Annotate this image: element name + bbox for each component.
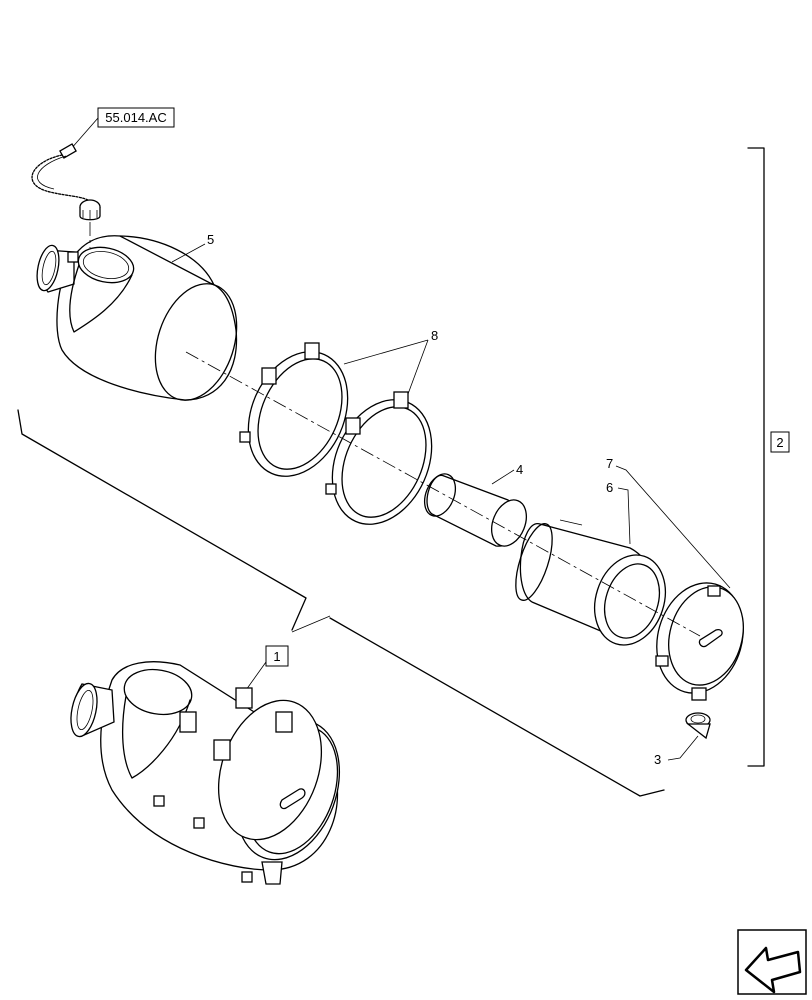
- callout-6: 6: [606, 480, 613, 495]
- bracket-2: 2: [747, 147, 790, 767]
- callout-1-label: 1: [273, 649, 280, 664]
- callout-4: 4: [516, 462, 523, 477]
- callout-3: 3: [654, 752, 661, 767]
- assembly-group-lines: [17, 409, 665, 797]
- callout-2-box: [770, 431, 790, 453]
- housing-5: [36, 222, 238, 401]
- clamp-band-8b: [325, 391, 433, 525]
- assembled-air-cleaner: [70, 661, 341, 885]
- callout-5: 5: [207, 232, 214, 247]
- cover-7: [655, 582, 744, 701]
- callout-2-label: 2: [776, 435, 783, 450]
- primary-element-6: [515, 519, 666, 646]
- vacuator-valve-3: [685, 712, 711, 740]
- restriction-sensor: 55.014.AC: [31, 107, 175, 221]
- next-page-arrow-icon[interactable]: [737, 929, 807, 995]
- safety-element-4: [423, 473, 527, 547]
- callout-7: 7: [606, 456, 613, 471]
- reference-box[interactable]: [97, 107, 175, 128]
- callout-1-box: [265, 645, 289, 667]
- reference-label[interactable]: 55.014.AC: [105, 110, 166, 125]
- callout-8: 8: [431, 328, 438, 343]
